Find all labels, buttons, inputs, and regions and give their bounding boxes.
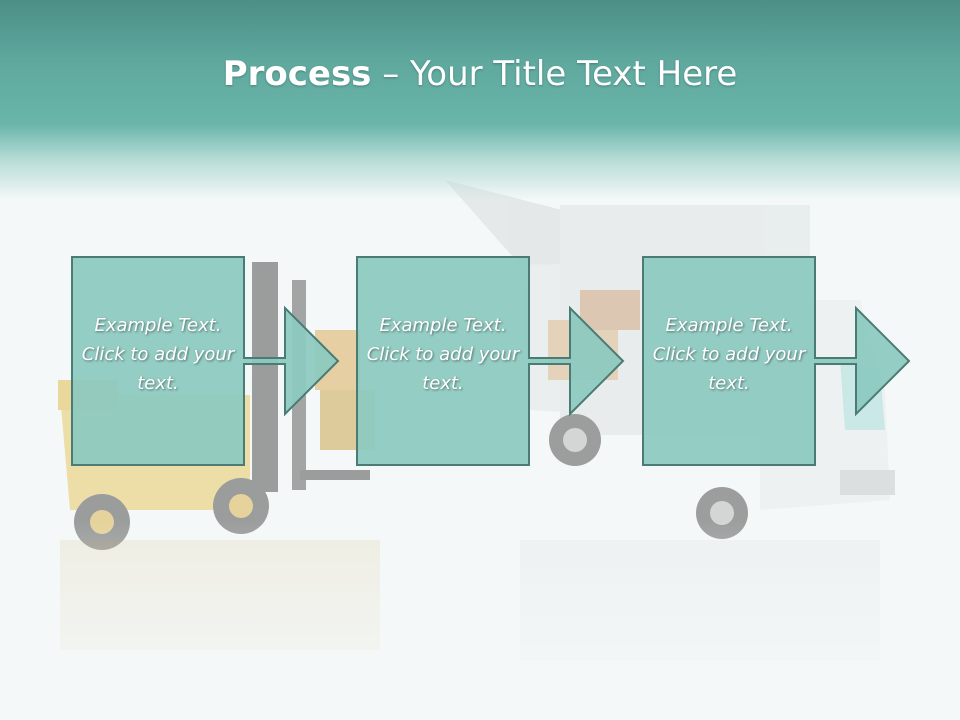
slide-title[interactable]: Process – Your Title Text Here	[0, 52, 960, 96]
process-step-1-text[interactable]: Example Text. Click to add your text.	[81, 315, 235, 394]
process-step-3-text[interactable]: Example Text. Click to add your text.	[652, 315, 806, 394]
process-step-2-text[interactable]: Example Text. Click to add your text.	[366, 315, 520, 394]
forklift-illustration	[58, 262, 375, 550]
title-bold: Process	[222, 54, 372, 94]
title-rest: – Your Title Text Here	[371, 54, 738, 94]
header-band	[0, 0, 960, 200]
